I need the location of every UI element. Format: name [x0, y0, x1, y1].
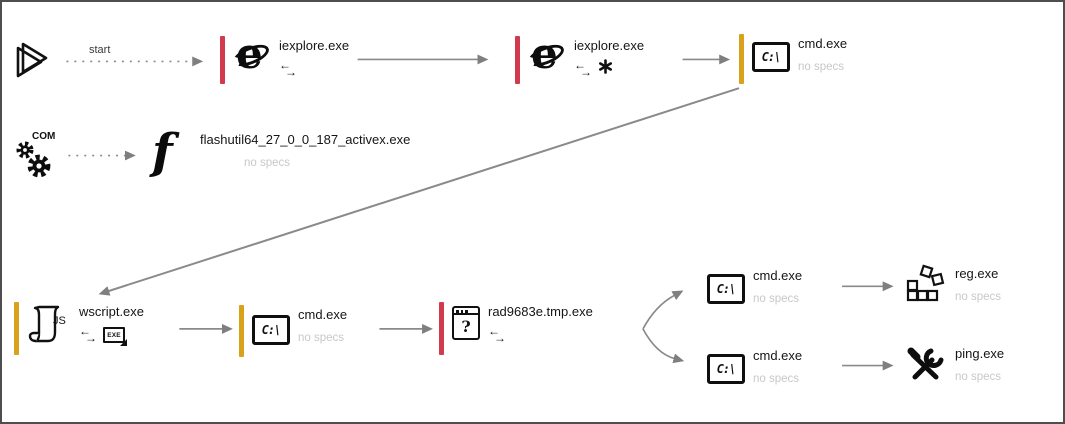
start-node[interactable] — [15, 41, 51, 84]
network-activity-icon: ←→ — [279, 58, 297, 79]
threat-level-bar — [14, 302, 19, 355]
com-badge: COM — [32, 131, 56, 142]
tools-icon — [905, 344, 947, 391]
no-specs-label: no specs — [753, 373, 800, 385]
no-specs-label: no specs — [753, 293, 800, 305]
process-name: wscript.exe — [79, 304, 145, 319]
network-activity-icon: ←→ — [488, 324, 506, 345]
process-node-rad-tmp[interactable]: ? rad9683e.tmp.exe ←→ — [439, 302, 593, 355]
threat-level-bar — [220, 36, 225, 84]
process-node-cmd-4[interactable]: C:\ cmd.exe no specs — [707, 346, 802, 385]
process-name: reg.exe — [955, 266, 999, 281]
unknown-app-window-icon: ? — [452, 306, 480, 340]
process-name: flashutil64_27_0_0_187_activex.exe — [200, 132, 411, 147]
threat-level-bar — [239, 305, 244, 357]
cmd-console-icon: C:\ — [752, 42, 790, 72]
process-name: cmd.exe — [798, 36, 848, 51]
process-node-cmd-2[interactable]: C:\ cmd.exe no specs — [239, 305, 347, 357]
network-activity-icon: ←→ — [79, 324, 97, 345]
com-gears-icon: COM — [15, 131, 57, 184]
no-specs-label: no specs — [955, 291, 1002, 303]
process-node-iexplore-1[interactable]: e iexplore.exe ←→ — [220, 32, 350, 84]
process-name: cmd.exe — [753, 348, 803, 363]
process-name: iexplore.exe — [574, 38, 645, 53]
process-name: cmd.exe — [753, 268, 803, 283]
js-badge: JS — [53, 315, 66, 327]
process-node-reg[interactable]: reg.exe no specs — [905, 264, 1001, 311]
no-specs-label: no specs — [298, 332, 345, 344]
no-specs-label: no specs — [244, 157, 291, 169]
process-node-cmd-1[interactable]: C:\ cmd.exe no specs — [739, 34, 847, 84]
drops-executable-icon: EXE — [103, 327, 127, 346]
cmd-console-icon: C:\ — [252, 315, 290, 345]
process-node-wscript[interactable]: JS wscript.exe ←→ EXE — [14, 302, 144, 355]
process-node-cmd-3[interactable]: C:\ cmd.exe no specs — [707, 266, 802, 305]
process-name: cmd.exe — [298, 307, 348, 322]
threat-level-bar — [739, 34, 744, 84]
internet-explorer-icon: e — [230, 32, 272, 80]
cmd-console-icon: C:\ — [707, 274, 745, 304]
script-scroll-icon: JS — [27, 302, 71, 348]
start-edge-label: start — [89, 44, 111, 56]
com-source-node[interactable]: COM — [15, 131, 57, 184]
flash-icon: f — [152, 124, 173, 180]
process-node-ping[interactable]: ping.exe no specs — [905, 344, 1004, 391]
process-name: iexplore.exe — [279, 38, 350, 53]
process-name: rad9683e.tmp.exe — [488, 304, 593, 319]
threat-level-bar — [439, 302, 444, 355]
internet-explorer-icon: e — [525, 32, 567, 80]
process-node-flashutil[interactable]: f flashutil64_27_0_0_187_activex.exe no … — [152, 124, 411, 180]
threat-level-bar — [515, 36, 520, 84]
spawns-processes-icon — [598, 59, 613, 79]
process-node-iexplore-2[interactable]: e iexplore.exe ←→ — [515, 32, 645, 84]
no-specs-label: no specs — [955, 371, 1002, 383]
registry-icon — [905, 264, 947, 311]
no-specs-label: no specs — [798, 61, 845, 73]
cmd-console-icon: C:\ — [707, 354, 745, 384]
network-activity-icon: ←→ — [574, 58, 592, 79]
process-name: ping.exe — [955, 346, 1005, 361]
run-play-icon — [15, 41, 51, 84]
